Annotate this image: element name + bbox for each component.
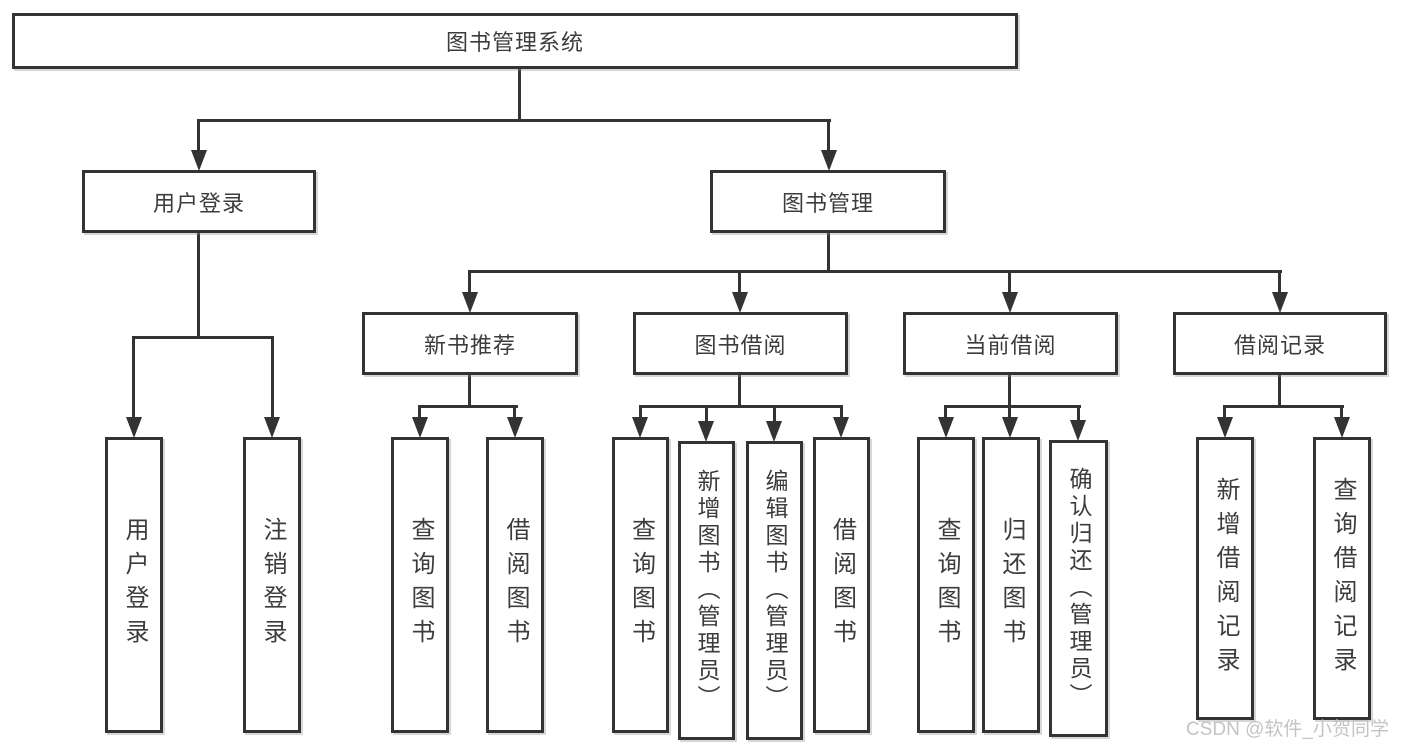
connector-line — [1223, 405, 1226, 419]
connector-line — [827, 119, 830, 154]
node-new-book-recommend: 新书推荐 — [362, 312, 578, 375]
connector-line — [944, 405, 1081, 408]
connector-line — [197, 119, 200, 154]
connector-line — [468, 270, 471, 295]
arrow-down-icon — [264, 417, 280, 438]
node-user-login: 用户登录 — [82, 170, 316, 233]
node-label: 新增图书（管理员） — [694, 469, 720, 712]
node-label: 当前借阅 — [964, 332, 1057, 358]
node-label: 图书管理系统 — [445, 30, 584, 55]
leaf-confirm-return-admin: 确认归还（管理员） — [1049, 440, 1108, 737]
leaf-logout: 注销登录 — [243, 437, 301, 733]
arrow-down-icon — [191, 150, 207, 171]
arrow-down-icon — [1002, 417, 1018, 438]
connector-line — [271, 336, 274, 420]
connector-line — [1340, 405, 1343, 419]
leaf-borrow-books-recommend: 借阅图书 — [486, 437, 544, 733]
node-label: 编辑图书（管理员） — [762, 469, 788, 712]
connector-line — [1278, 374, 1281, 408]
leaf-edit-book-admin: 编辑图书（管理员） — [746, 441, 803, 740]
arrow-down-icon — [507, 417, 523, 438]
arrow-down-icon — [938, 417, 954, 438]
arrow-down-icon — [833, 417, 849, 438]
arrow-down-icon — [462, 292, 478, 313]
node-book-management: 图书管理 — [710, 170, 946, 233]
node-label: 查询图书 — [407, 517, 434, 653]
node-label: 查询图书 — [627, 517, 655, 653]
arrow-down-icon — [1217, 417, 1233, 438]
connector-line — [132, 336, 274, 339]
node-label: 借阅图书 — [502, 517, 529, 653]
leaf-query-borrow-record: 查询借阅记录 — [1313, 437, 1371, 720]
csdn-watermark: CSDN @软件_小贺同学 — [1186, 719, 1389, 740]
arrow-down-icon — [732, 292, 748, 313]
connector-line — [1077, 405, 1080, 421]
connector-line — [840, 405, 843, 419]
leaf-add-book-admin: 新增图书（管理员） — [678, 441, 735, 740]
arrow-down-icon — [412, 417, 428, 438]
connector-line — [1223, 405, 1344, 408]
leaf-user-login: 用户登录 — [105, 437, 163, 733]
node-label: 注销登录 — [259, 517, 286, 653]
connector-line — [738, 270, 741, 295]
node-label: 图书借阅 — [694, 332, 787, 358]
connector-line — [1008, 374, 1011, 408]
node-label: 查询图书 — [933, 517, 960, 653]
node-book-borrow: 图书借阅 — [633, 312, 848, 375]
arrow-down-icon — [632, 417, 648, 438]
node-borrow-records: 借阅记录 — [1173, 312, 1387, 375]
connector-line — [773, 405, 776, 422]
node-label: 新书推荐 — [423, 332, 516, 358]
leaf-borrow-books: 借阅图书 — [813, 437, 870, 733]
connector-line — [827, 232, 830, 272]
connector-line — [944, 405, 947, 419]
connector-line — [1008, 270, 1011, 295]
node-label: 归还图书 — [998, 517, 1025, 653]
leaf-query-books-recommend: 查询图书 — [391, 437, 449, 733]
arrow-down-icon — [1002, 292, 1018, 313]
node-label: 借阅图书 — [828, 517, 856, 653]
node-label: 新增借阅记录 — [1212, 476, 1239, 681]
node-label: 图书管理 — [781, 190, 874, 216]
connector-line — [639, 405, 642, 419]
arrow-down-icon — [698, 421, 714, 442]
arrow-down-icon — [1272, 292, 1288, 313]
connector-line — [197, 119, 831, 122]
node-label: 用户登录 — [121, 517, 148, 653]
node-label: 查询借阅记录 — [1329, 476, 1356, 681]
connector-line — [1008, 405, 1011, 419]
node-label: 借阅记录 — [1233, 332, 1326, 358]
leaf-add-borrow-record: 新增借阅记录 — [1196, 437, 1254, 720]
connector-line — [418, 405, 421, 419]
leaf-return-book: 归还图书 — [982, 437, 1040, 733]
arrow-down-icon — [126, 417, 142, 438]
arrow-down-icon — [1070, 420, 1086, 441]
connector-line — [705, 405, 708, 422]
node-current-borrow: 当前借阅 — [903, 312, 1118, 375]
connector-line — [197, 232, 200, 338]
node-library-system: 图书管理系统 — [12, 13, 1018, 69]
connector-line — [1278, 270, 1281, 295]
node-label: 用户登录 — [152, 190, 245, 216]
connector-line — [468, 270, 1282, 273]
leaf-query-books-borrow: 查询图书 — [612, 437, 669, 733]
connector-line — [513, 405, 516, 419]
connector-line — [468, 374, 471, 408]
connector-line — [639, 405, 843, 408]
connector-line — [132, 336, 135, 420]
arrow-down-icon — [1334, 417, 1350, 438]
leaf-query-books-current: 查询图书 — [917, 437, 975, 733]
connector-line — [518, 68, 521, 121]
connector-line — [418, 405, 518, 408]
connector-line — [738, 374, 741, 408]
node-label: 确认归还（管理员） — [1066, 467, 1092, 710]
arrow-down-icon — [821, 150, 837, 171]
arrow-down-icon — [766, 421, 782, 442]
